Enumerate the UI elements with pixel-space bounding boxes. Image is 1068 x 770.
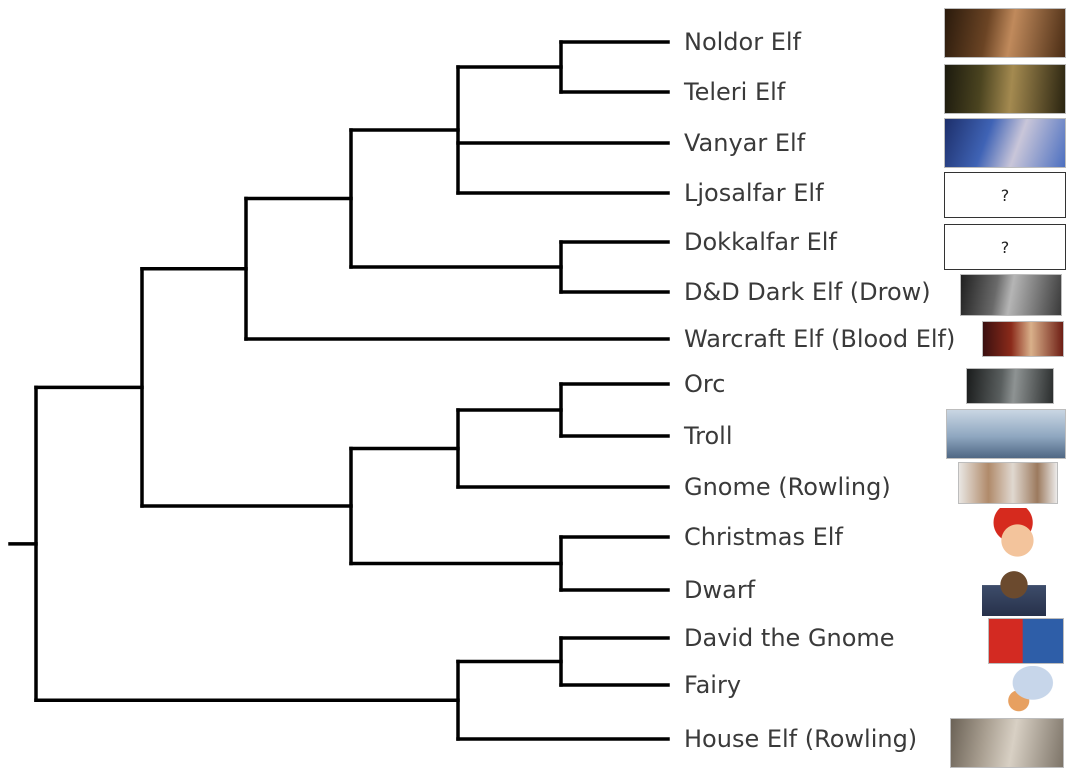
leaf-label-orc: Orc	[684, 370, 726, 398]
leaf-label-house-elf: House Elf (Rowling)	[684, 725, 918, 753]
leaf-label-gnome-rowling: Gnome (Rowling)	[684, 473, 891, 501]
teleri-elf-image	[944, 64, 1066, 114]
gnome-rowling-image	[958, 462, 1058, 504]
dokkalfar-unknown-placeholder: ?	[944, 224, 1066, 270]
leaf-label-dwarf: Dwarf	[684, 576, 756, 604]
leaf-label-david-the-gnome: David the Gnome	[684, 624, 895, 652]
leaf-label-teleri-elf: Teleri Elf	[684, 78, 786, 106]
leaf-label-ljosalfar-elf: Ljosalfar Elf	[684, 179, 824, 207]
troll-image	[946, 409, 1066, 459]
leaf-label-vanyar-elf: Vanyar Elf	[684, 129, 806, 157]
orc-image	[966, 368, 1054, 404]
leaf-label-noldor-elf: Noldor Elf	[684, 28, 801, 56]
fairy-image	[986, 666, 1064, 722]
house-elf-image	[950, 718, 1064, 768]
david-the-gnome-image	[988, 618, 1064, 664]
leaf-label-christmas-elf: Christmas Elf	[684, 523, 843, 551]
vanyar-elf-image	[944, 118, 1066, 168]
leaf-label-dokkalfar-elf: Dokkalfar Elf	[684, 228, 837, 256]
dwarf-image	[982, 564, 1046, 616]
ljosalfar-unknown-placeholder: ?	[944, 172, 1066, 218]
leaf-label-blood-elf: Warcraft Elf (Blood Elf)	[684, 325, 956, 353]
blood-elf-image	[982, 321, 1064, 357]
noldor-elf-image	[944, 8, 1066, 58]
drow-image	[960, 274, 1062, 316]
christmas-elf-image	[980, 508, 1052, 564]
leaf-label-drow: D&D Dark Elf (Drow)	[684, 278, 931, 306]
leaf-label-fairy: Fairy	[684, 671, 742, 699]
leaf-label-troll: Troll	[684, 422, 733, 450]
